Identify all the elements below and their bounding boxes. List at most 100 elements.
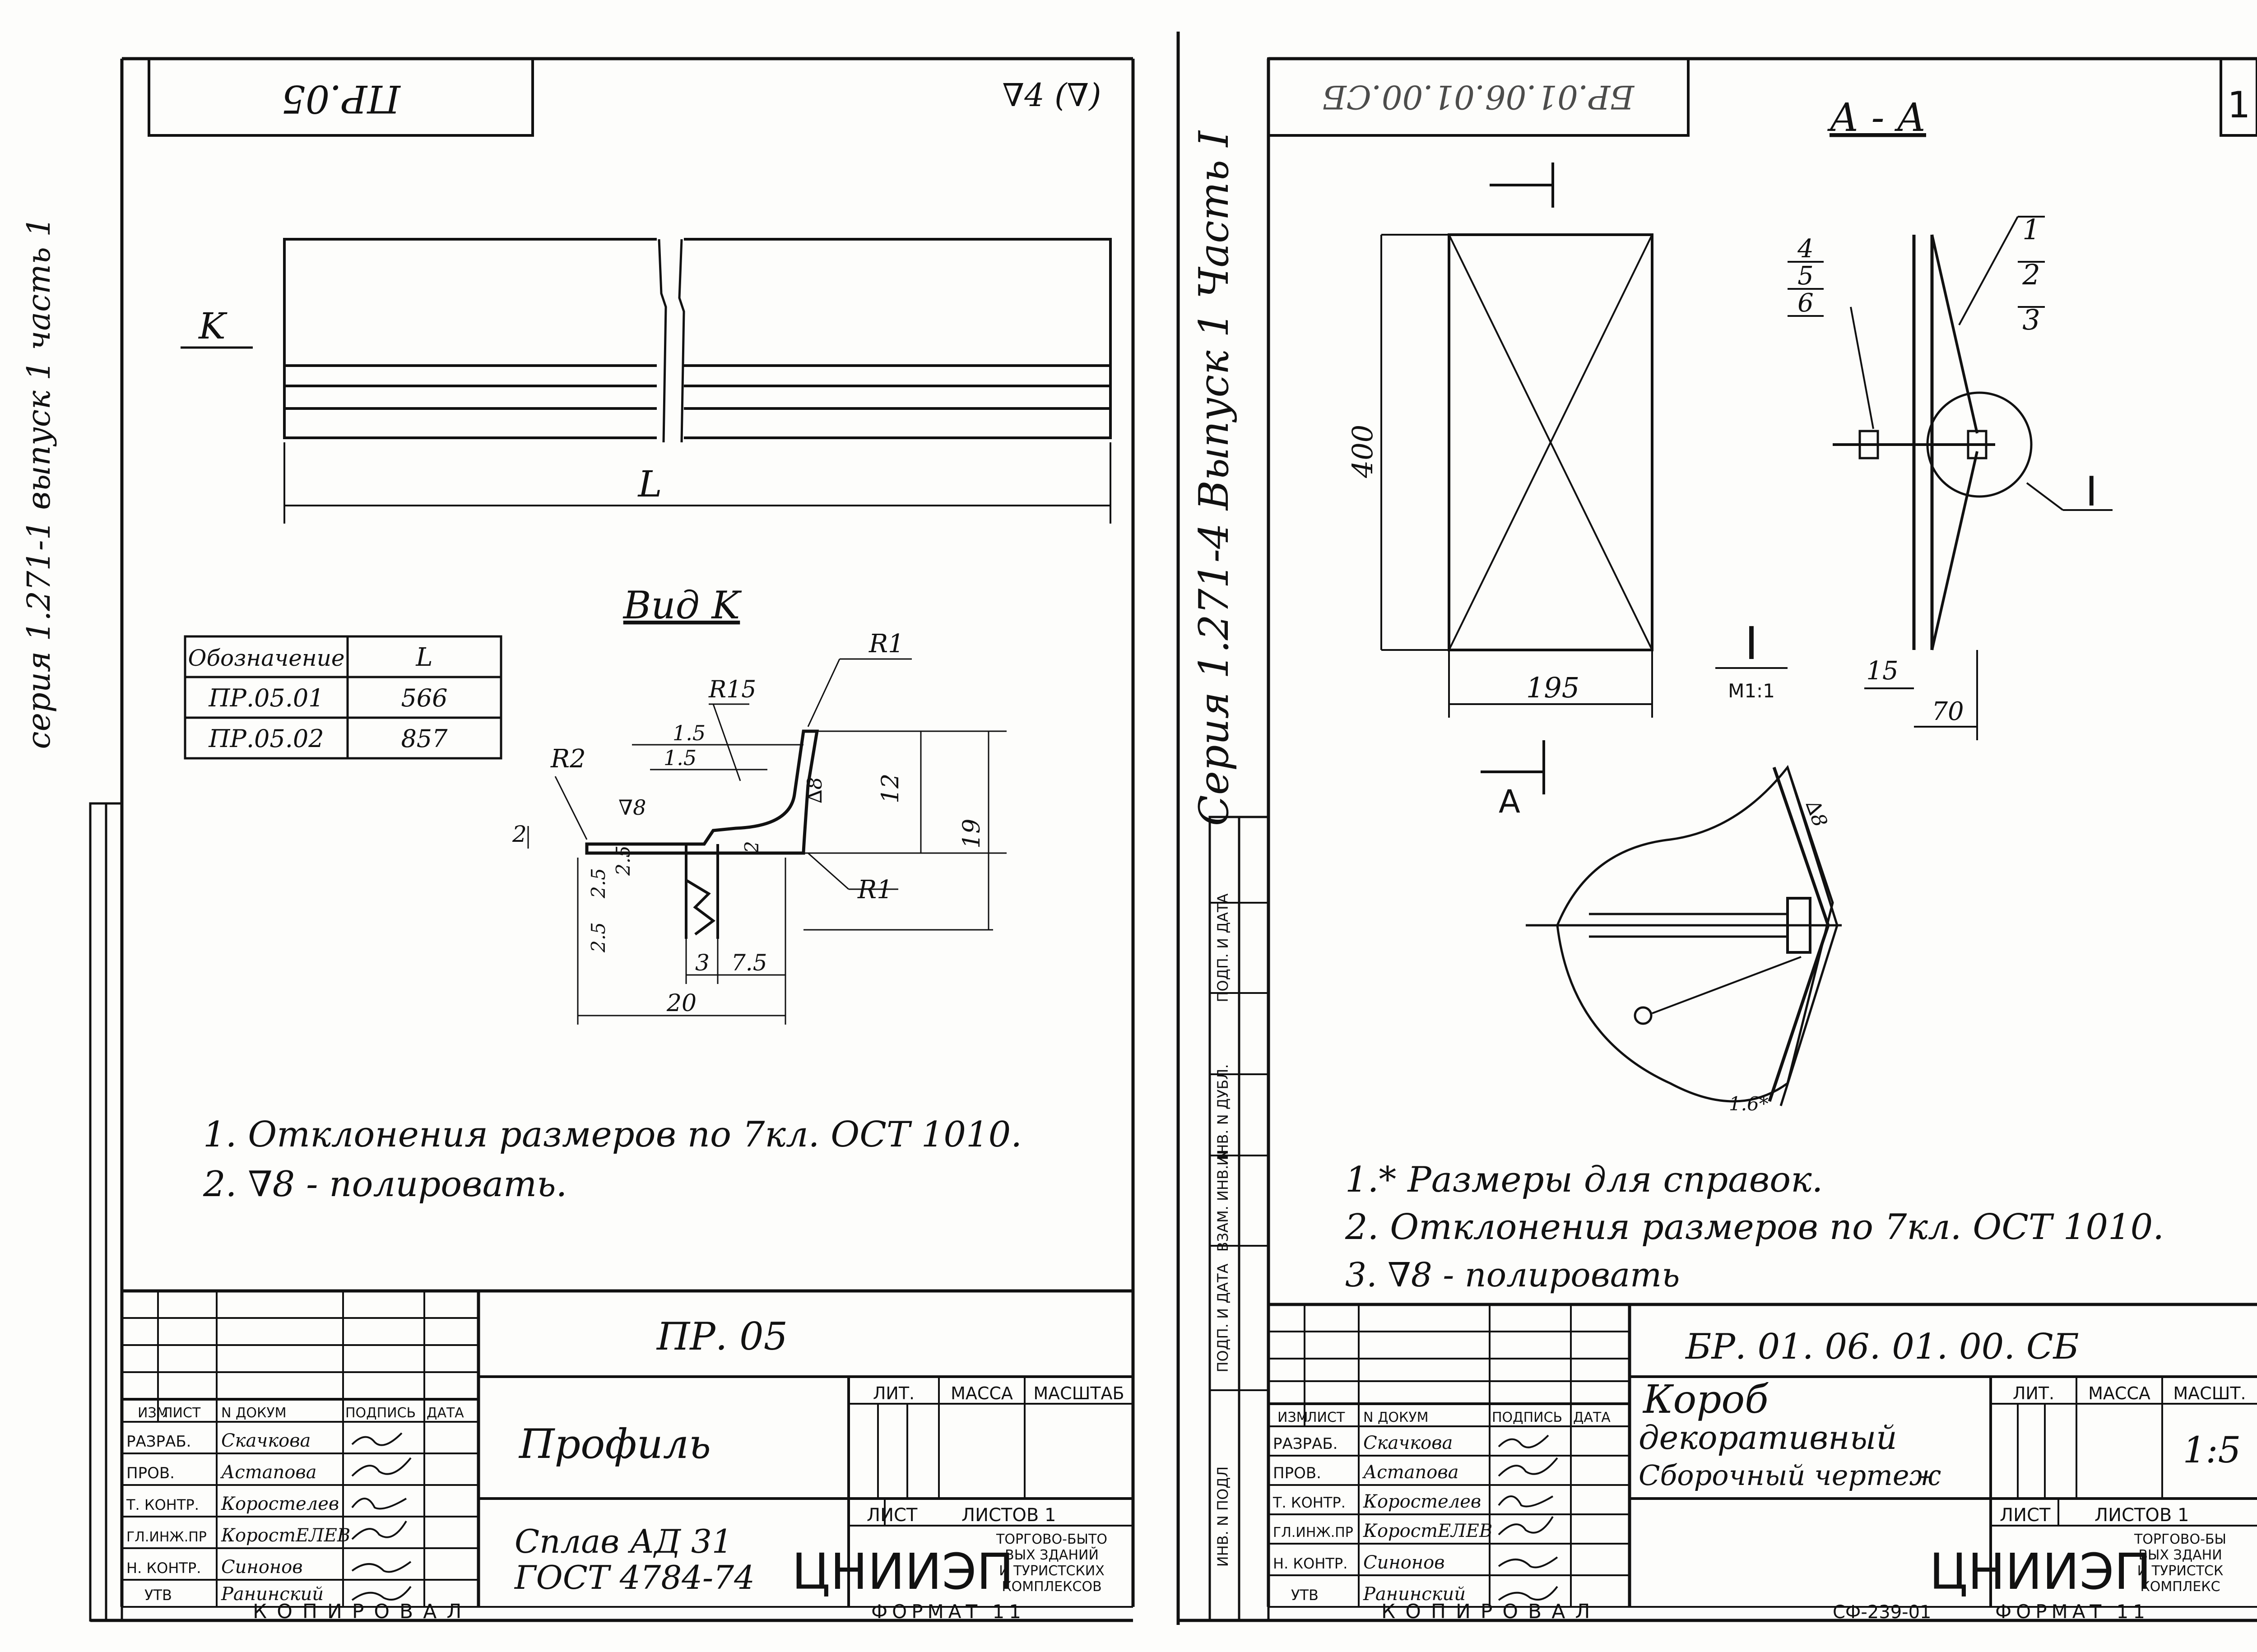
- dim-r2: R2: [550, 744, 586, 774]
- dim-3: 3: [695, 950, 710, 976]
- callout-4: 4: [1797, 234, 1814, 264]
- table-cell: 566: [401, 684, 447, 712]
- detail-mark-callout: I: [2085, 468, 2098, 515]
- dim-400: 400: [1346, 425, 1379, 478]
- corner-code-box: [148, 57, 534, 137]
- section-title: Вид K: [622, 583, 742, 627]
- sheet-label-right: ЛИСТ: [2000, 1505, 2051, 1526]
- profile-elevation: K L: [181, 235, 1112, 524]
- dim-2: 2: [512, 821, 527, 847]
- note-line: 2. ∇8 - полировать.: [203, 1164, 567, 1205]
- scale-header: МАСШТАБ: [1033, 1383, 1124, 1403]
- table-cell: ПР.05.01: [208, 684, 324, 712]
- roughness-mark: ∇4 (∇): [1002, 77, 1101, 114]
- length-label: L: [637, 463, 662, 505]
- table-cell: ПР.05.02: [208, 724, 324, 753]
- margin-label: ИНВ. N ДУБЛ.: [1214, 1064, 1231, 1165]
- doc-code: ПР. 05: [656, 1314, 788, 1359]
- col-header: ИЗМ: [138, 1405, 168, 1421]
- person-name: Астапова: [220, 1462, 316, 1483]
- dim-15: 15: [1866, 656, 1898, 686]
- dim-polish-8: ∇8: [618, 795, 646, 820]
- person-name: Скачкова: [1363, 1433, 1453, 1453]
- col-header: ДАТА: [1573, 1410, 1611, 1425]
- margin-label: ВЗАМ. ИНВ. N: [1214, 1150, 1231, 1252]
- mass-header-right: МАССА: [2088, 1383, 2150, 1403]
- dim-2-5c: 2.5: [587, 922, 609, 953]
- role-label: ГЛ.ИНЖ.ПР: [1273, 1525, 1353, 1541]
- col-header: N ДОКУМ: [1363, 1410, 1429, 1425]
- dim-1-5b: 1.5: [664, 746, 697, 770]
- org-text: КОМПЛЕКС: [2140, 1579, 2220, 1595]
- dim-r1-top: R1: [868, 629, 904, 659]
- margin-label: ИНВ. N ПОДЛ: [1214, 1466, 1231, 1567]
- profile-section: R1 R15 1.5 1.5 R2 ∇8 2 12 19 ∆8 2.5 2.5 …: [512, 629, 1007, 1025]
- role-label: ПРОВ.: [1273, 1464, 1321, 1482]
- col-header: ПОДПИСЬ: [1492, 1410, 1562, 1425]
- dim-2-5a: 2.5: [587, 868, 609, 899]
- dim-19: 19: [958, 819, 985, 849]
- col-header: ПОДПИСЬ: [345, 1405, 416, 1421]
- sheets-label: ЛИСТОВ 1: [961, 1505, 1056, 1526]
- role-label: УТВ: [1291, 1587, 1319, 1604]
- callout-1: 1: [2022, 213, 2040, 246]
- dim-2-5b: 2.5: [612, 845, 634, 876]
- dim-20: 20: [666, 990, 697, 1017]
- table-header-designation: Обозначение: [188, 645, 344, 671]
- assembly-name: декоративный: [1639, 1419, 1897, 1457]
- dim-2b: 2: [741, 841, 763, 854]
- org-text: ТОРГОВО-БЫ: [2134, 1531, 2226, 1547]
- doc-code-right: БР. 01. 06. 01. 00. СБ: [1685, 1327, 2079, 1367]
- dim-r15: R15: [708, 676, 756, 703]
- person-name: Астапова: [1362, 1462, 1458, 1483]
- detail-mark: I: [1745, 617, 1758, 670]
- mass-header: МАССА: [951, 1383, 1013, 1403]
- callout-6: 6: [1797, 288, 1814, 318]
- dim-1-5a: 1.5: [673, 721, 706, 745]
- sheet-label: ЛИСТ: [867, 1505, 918, 1526]
- callout-5: 5: [1797, 261, 1814, 291]
- role-label: РАЗРАБ.: [1273, 1435, 1337, 1453]
- sheet-number: 1: [2228, 84, 2251, 126]
- copied-label: КОПИРОВАЛ: [1381, 1600, 1600, 1623]
- corner-code: ПР.05: [281, 77, 401, 121]
- col-header: ЛИСТ: [1307, 1410, 1345, 1425]
- assembly-name: Короб: [1642, 1377, 1769, 1422]
- col-header: ЛИСТ: [163, 1405, 201, 1421]
- side-series-right: Серия 1.271-4 Выпуск 1 Часть I: [1190, 130, 1238, 826]
- person-name: Коростелев: [1363, 1491, 1481, 1512]
- side-series-left: серия 1.271-1 выпуск 1 часть 1: [20, 217, 57, 749]
- view-label-k: K: [198, 305, 228, 347]
- org-text: ВЫХ ЗДАНИЙ: [1005, 1547, 1099, 1563]
- dim-195: 195: [1526, 671, 1579, 704]
- callout-3: 3: [2022, 303, 2040, 336]
- org-logo: ЦНИИЭП: [792, 1543, 1014, 1601]
- role-label: Т. КОНТР.: [126, 1496, 199, 1513]
- dim-r1-bottom: R1: [857, 875, 893, 905]
- margin-label: ПОДП. И ДАТА: [1214, 1263, 1231, 1372]
- material-line: ГОСТ 4784-74: [514, 1559, 755, 1596]
- person-name: Скачкова: [221, 1430, 311, 1451]
- corner-code-box-right: [1267, 57, 1690, 137]
- detail-scale: М1:1: [1728, 680, 1775, 702]
- lit-header-right: ЛИТ.: [2013, 1383, 2054, 1403]
- dim-delta-8: ∆8: [803, 777, 827, 803]
- material-line: Сплав АД 31: [515, 1522, 733, 1560]
- dim-1-6: 1.6*: [1729, 1093, 1769, 1115]
- dim-7-5: 7.5: [731, 950, 767, 976]
- stamp-code: СФ-239-01: [1833, 1602, 1931, 1623]
- note-line: 1.* Размеры для справок.: [1345, 1160, 1823, 1200]
- person-name: Синонов: [221, 1557, 303, 1578]
- col-header: ДАТА: [427, 1405, 464, 1421]
- part-name: Профиль: [518, 1420, 711, 1468]
- person-name: Коростелев: [221, 1494, 339, 1514]
- dim-12: 12: [877, 774, 904, 803]
- scale-value: 1:5: [2183, 1429, 2241, 1471]
- section-label-aa: А - А: [1827, 95, 1926, 140]
- org-logo-right: ЦНИИЭП: [1929, 1543, 2151, 1601]
- right-sheet: БР.01.06.01.00.СБ 1 Серия 1.271-4 Выпуск…: [1176, 32, 2257, 1625]
- role-label: УТВ: [144, 1587, 172, 1604]
- role-label: Н. КОНТР.: [126, 1559, 201, 1577]
